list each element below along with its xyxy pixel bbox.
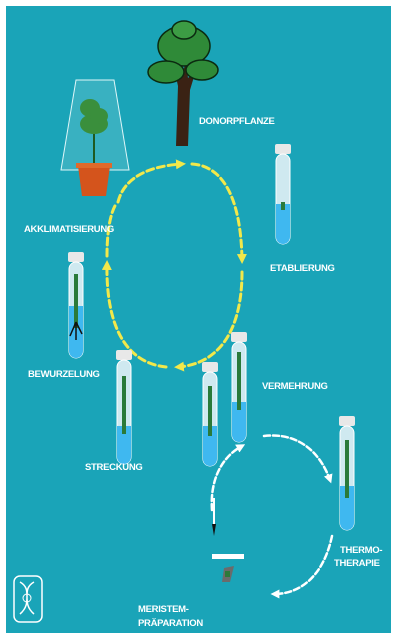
test-tube-icon: [231, 332, 247, 442]
test-tube-icon: [116, 350, 132, 464]
test-tube-icon: [68, 252, 84, 358]
label-thermo: THERMO-: [340, 545, 382, 556]
label-praeparation: PRÄPARATION: [138, 618, 203, 629]
test-tube-icon: [275, 144, 291, 244]
label-akklimatisierung: AKKLIMATISIERUNG: [24, 224, 114, 235]
test-tube-icon: [202, 362, 218, 466]
label-bewurzelung: BEWURZELUNG: [28, 369, 100, 380]
label-vermehrung: VERMEHRUNG: [262, 381, 328, 392]
diagram-artwork: [6, 6, 391, 633]
logo-icon: [14, 576, 42, 622]
label-meristem: MERISTEM-: [138, 604, 189, 615]
label-donorpflanze: DONORPFLANZE: [199, 116, 275, 127]
tree-icon: [148, 21, 218, 146]
label-etablierung: ETABLIERUNG: [270, 263, 335, 274]
label-streckung: STRECKUNG: [85, 462, 142, 473]
cultivation-cycle-arrows: [107, 164, 242, 367]
label-therapie: THERAPIE: [334, 558, 380, 569]
potted-plant-icon: [61, 80, 129, 196]
test-tube-icon: [339, 416, 355, 530]
microscope-slide-icon: [212, 554, 244, 582]
